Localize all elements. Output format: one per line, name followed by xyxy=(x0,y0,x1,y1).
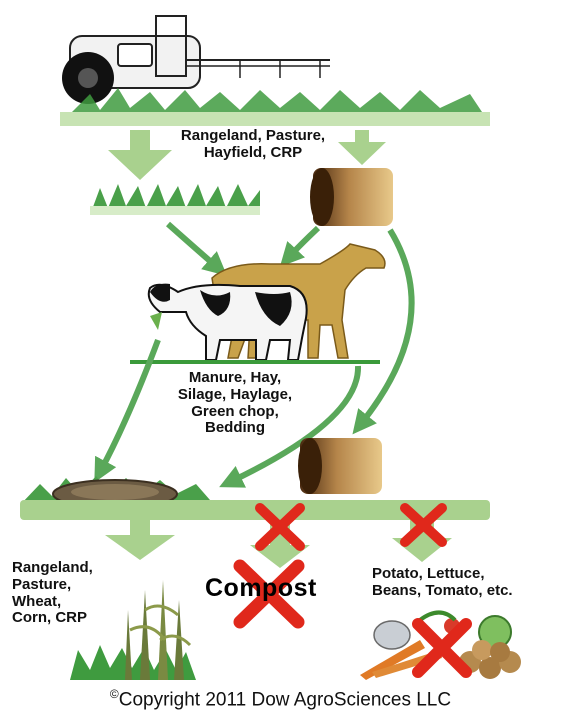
copyright-symbol: © xyxy=(109,687,119,701)
vegetable-crops-label: Potato, Lettuce, Beans, Tomato, etc. xyxy=(372,565,561,600)
top-field-label-line: Hayfield, CRP xyxy=(203,143,303,161)
field-crops-label-line: Wheat, xyxy=(12,592,62,610)
arrow-hay-to-animals xyxy=(279,225,321,267)
arrow-animals-to-pile xyxy=(219,365,362,488)
arrow-cow-to-pile xyxy=(94,338,161,483)
corn-field-icon xyxy=(70,580,196,680)
arrow-to-field-crops xyxy=(105,520,175,560)
prohibited-x-icon xyxy=(233,559,305,629)
spread-band xyxy=(20,500,490,520)
vegetables-icon xyxy=(360,610,521,680)
manure-label: Manure, Hay, Silage, Haylage, Green chop… xyxy=(150,369,320,437)
field-crops-label-line: Corn, CRP xyxy=(12,609,87,627)
top-field-label-line: Rangeland, Pasture, xyxy=(180,127,326,144)
grass-strip-icon xyxy=(90,184,260,215)
cow-icon xyxy=(147,283,308,361)
arrow-to-compost xyxy=(250,520,310,568)
copyright-notice: ©Copyright 2011 Dow AgroSciences LLC xyxy=(0,687,561,711)
prohibited-x-icon xyxy=(412,618,472,678)
manure-label-line: Green chop, xyxy=(191,402,279,420)
arrow-to-grass xyxy=(108,130,172,180)
top-field-label: Rangeland, Pasture, Hayfield, CRP xyxy=(138,127,368,162)
hay-bale-icon xyxy=(298,438,382,494)
prohibited-x-icon xyxy=(400,503,447,547)
hay-bale-icon xyxy=(310,168,393,226)
sprayer-truck-icon xyxy=(62,15,330,104)
manure-label-line: Bedding xyxy=(205,419,265,437)
manure-label-line: Silage, Haylage, xyxy=(177,385,293,403)
manure-label-line: Manure, Hay, xyxy=(188,369,282,386)
field-crops-label-line: Rangeland, xyxy=(12,559,93,576)
arrow-hay-to-bale xyxy=(352,228,415,435)
prohibited-x-icon xyxy=(255,503,305,551)
top-grass-band xyxy=(60,88,490,126)
vegetable-crops-label-line: Potato, Lettuce, xyxy=(372,565,485,582)
compost-label: Compost xyxy=(205,574,317,602)
field-crops-label: Rangeland, Pasture, Wheat, Corn, CRP xyxy=(12,559,142,627)
arrow-grass-to-animals xyxy=(166,221,228,276)
arrow-to-hay xyxy=(338,130,386,165)
field-crops-label-line: Pasture, xyxy=(12,575,72,593)
vegetable-crops-label-line: Beans, Tomato, etc. xyxy=(372,581,513,599)
copyright-text: Copyright 2011 Dow AgroSciences LLC xyxy=(118,689,452,711)
arrow-to-vegetables xyxy=(392,520,452,562)
